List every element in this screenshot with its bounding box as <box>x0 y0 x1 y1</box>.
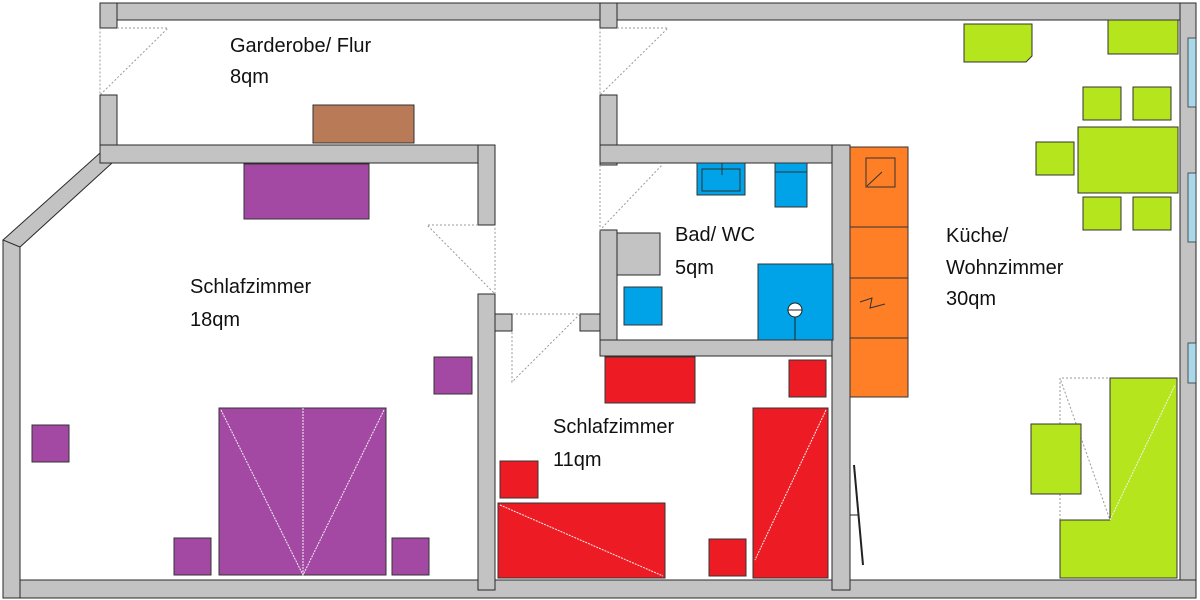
wall-stub-b <box>579 313 601 332</box>
wall-bath-left <box>599 229 618 357</box>
nightstand <box>173 537 212 576</box>
coffee-table <box>1030 423 1082 495</box>
washing-machine <box>623 286 663 326</box>
wall-corridor-left <box>477 293 496 591</box>
wall-bedroom-stub <box>477 144 496 226</box>
bedroom-small-furniture <box>497 356 829 579</box>
room-area: 11qm <box>553 449 602 471</box>
wall-bath-top <box>599 144 851 164</box>
kitchen-unit <box>849 146 909 398</box>
room-name: Schlafzimmer <box>190 276 311 298</box>
sideboard <box>1107 19 1179 55</box>
door-bedroom-large <box>425 224 496 296</box>
room-area: 8qm <box>230 66 269 88</box>
fridge-icon <box>865 157 896 188</box>
bed <box>752 407 829 579</box>
nightstand <box>708 538 747 577</box>
hall-cabinet <box>312 104 415 144</box>
bathroom-furniture <box>623 162 834 341</box>
bed-line <box>499 504 664 577</box>
room-name: Garderobe/ Flur <box>230 35 372 57</box>
window <box>1187 172 1197 243</box>
stove-lightning-icon <box>859 297 886 309</box>
windows <box>1187 37 1197 384</box>
window <box>1187 37 1197 108</box>
toilet <box>774 162 808 208</box>
chair <box>1132 86 1172 121</box>
room-area: 30qm <box>946 288 996 310</box>
door-kitchen <box>599 27 670 97</box>
fridge-line <box>866 171 883 187</box>
room-name: Bad/ WC <box>675 224 755 246</box>
wall-diagonal <box>2 152 113 248</box>
dining-table <box>1077 126 1179 194</box>
bed-line <box>754 409 827 561</box>
wardrobe <box>243 163 370 220</box>
wall-mid-top <box>599 2 618 29</box>
side-table <box>31 424 70 463</box>
door-entrance <box>99 27 170 97</box>
sink <box>696 162 746 196</box>
side-table <box>788 359 827 398</box>
door-leaf <box>853 464 864 566</box>
wall-top <box>99 2 1197 21</box>
room-area: 18qm <box>190 309 240 331</box>
wall-bottom <box>2 579 1197 599</box>
chair <box>1035 141 1075 176</box>
wall-hall-bedroom <box>99 144 496 164</box>
room-name: Wohnzimmer <box>946 257 1064 279</box>
armchair <box>963 23 1033 63</box>
window <box>1187 342 1197 384</box>
side-table <box>433 356 473 395</box>
room-name: Küche/ <box>946 225 1009 247</box>
door-bath <box>599 164 663 232</box>
wall-bath-stub <box>616 232 661 276</box>
room-area: 5qm <box>675 257 714 279</box>
living-furniture <box>963 19 1179 579</box>
sink-basin <box>701 168 741 192</box>
room-name: Schlafzimmer <box>553 416 674 438</box>
sofa-line <box>1109 384 1176 521</box>
bedroom-large-furniture <box>31 163 473 577</box>
wall-kitchen-left <box>831 144 851 591</box>
nightstand <box>499 460 539 499</box>
wall-bath-bottom <box>599 339 851 357</box>
dresser <box>604 356 696 404</box>
wall-stub-a <box>494 313 513 332</box>
chair <box>1132 196 1172 231</box>
kitchen-counter <box>849 146 909 398</box>
door-bedroom-small <box>511 313 582 384</box>
chair <box>1082 196 1122 231</box>
wall-left-upper-a <box>99 2 118 29</box>
wall-left-lower <box>2 239 21 599</box>
chair <box>1082 86 1122 121</box>
nightstand <box>391 537 430 576</box>
room-labels: Garderobe/ Flur 8qm Schlafzimmer 18qm Ba… <box>190 35 1064 471</box>
